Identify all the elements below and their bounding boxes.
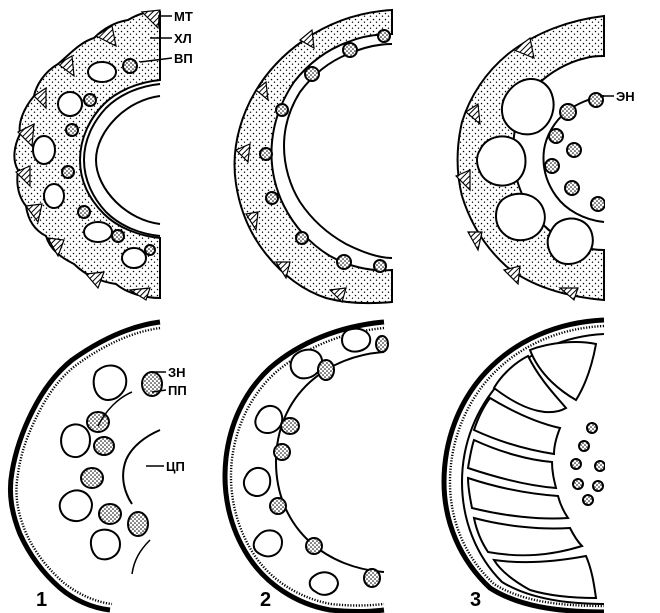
panel-3-mature-section [444,320,605,612]
panel-2-mature-section [225,322,388,612]
pith-boundary [284,44,392,258]
panel-number-3: 3 [470,589,481,611]
panel-number-1: 1 [36,589,47,611]
pith-boundary [276,352,384,572]
panel-number-2: 2 [260,589,271,611]
panel-2-young-section [234,10,392,303]
pith-arc [123,430,160,504]
label-zn: ЗН [168,365,186,380]
label-mt: МТ [174,9,193,24]
panel-1-mature-section [10,322,162,610]
label-cp: ЦП [166,459,185,474]
label-en-top: ЭН [616,89,635,104]
panel-3-young-section [456,16,605,300]
panel-1-young-section [14,10,160,300]
label-pp: ПП [168,383,187,398]
label-vp: ВП [174,51,193,66]
air-cavities [60,365,127,559]
label-xl: ХЛ [174,31,192,46]
